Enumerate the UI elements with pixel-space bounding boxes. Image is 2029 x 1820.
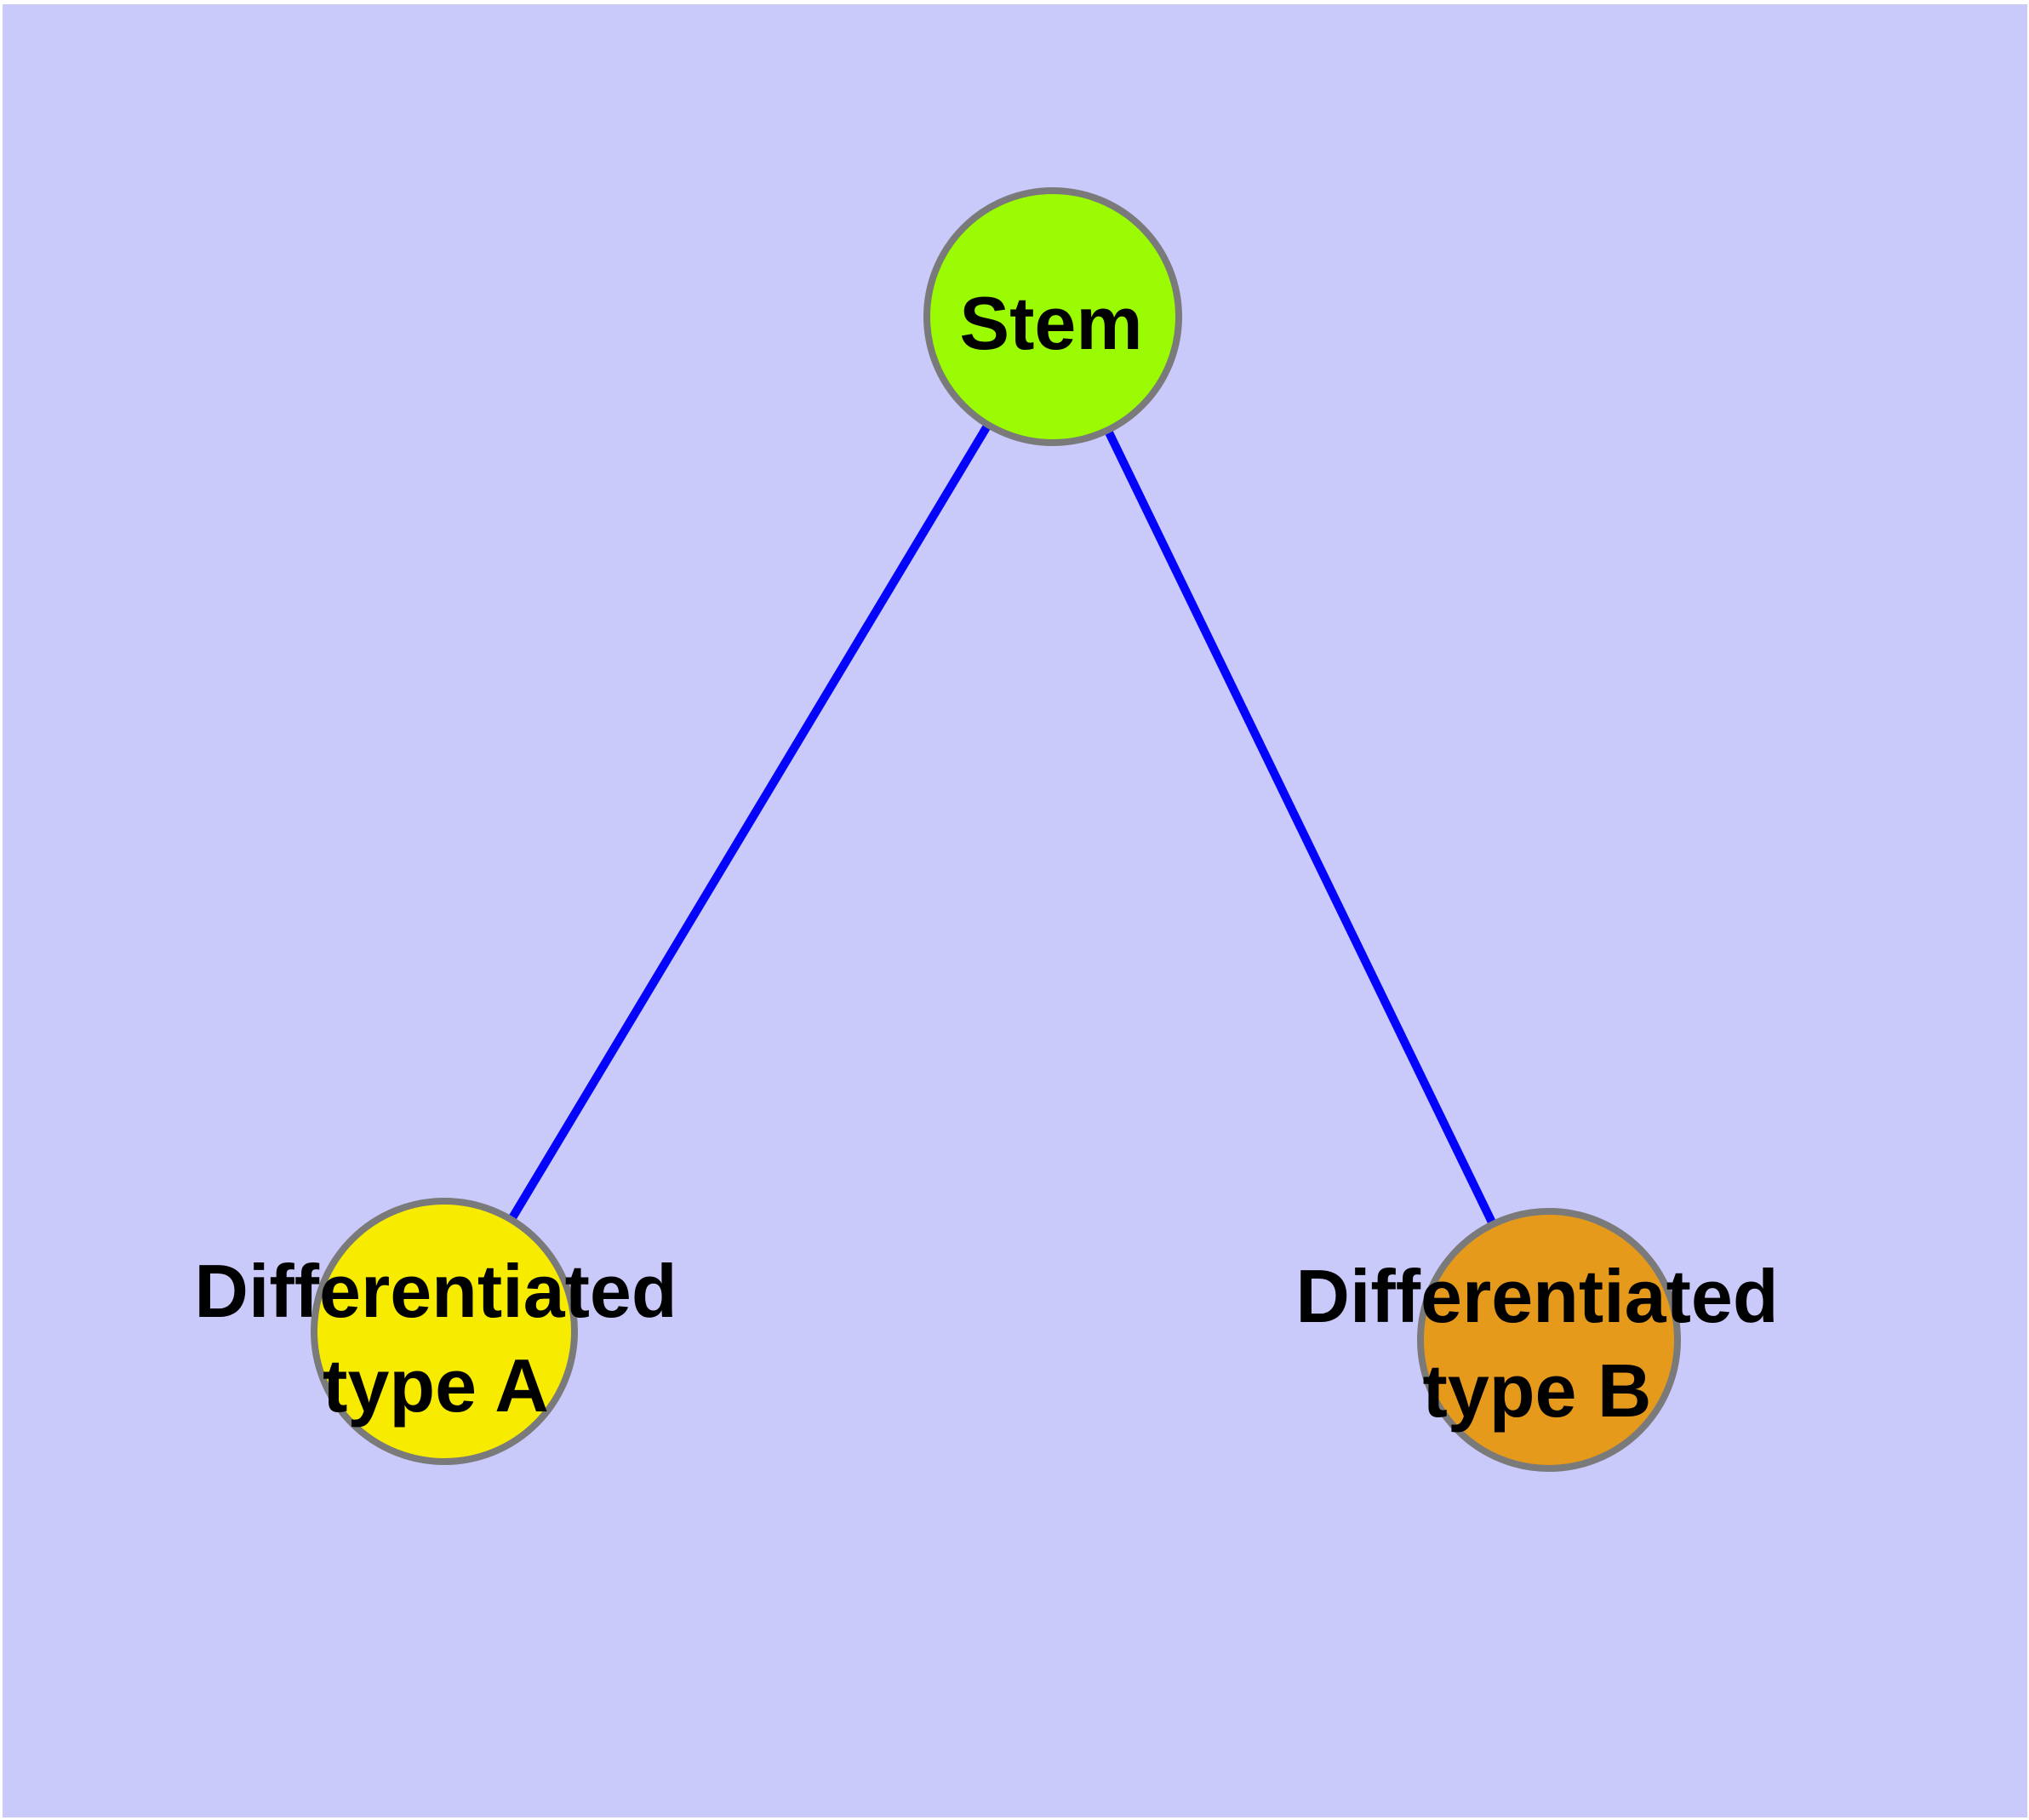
node-stem-label: Stem	[959, 281, 1142, 365]
node-type-a-label-line1: Differentiated	[194, 1249, 677, 1333]
node-type-b-label-line1: Differentiated	[1295, 1254, 1778, 1338]
edge-stem-to-type-a	[440, 314, 1057, 1334]
edge-stem-to-type-b	[1049, 314, 1553, 1342]
node-type-b-label-line2: type B	[1423, 1348, 1652, 1433]
node-differentiated-type-b	[1417, 1208, 1681, 1472]
node-differentiated-type-a	[311, 1198, 578, 1465]
node-type-a-label-line2: type A	[323, 1343, 549, 1428]
node-stem	[923, 187, 1182, 446]
